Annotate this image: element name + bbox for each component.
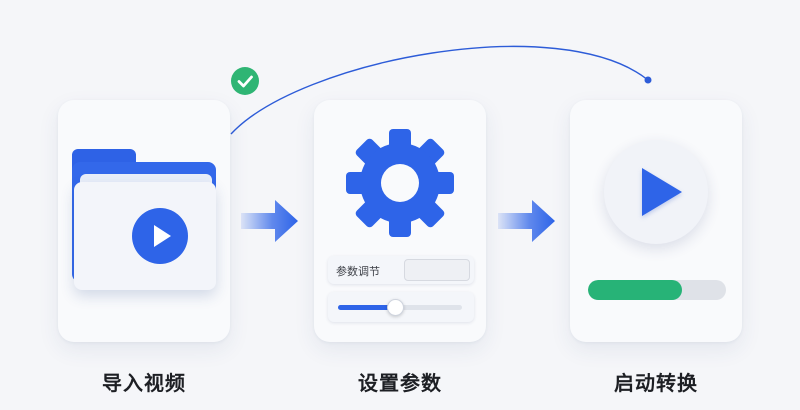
import-video-card[interactable]	[58, 100, 230, 342]
play-icon	[132, 208, 188, 264]
convert-card[interactable]	[570, 100, 742, 342]
folder-play-icon	[74, 182, 216, 290]
parameter-slider	[328, 292, 474, 322]
slider-fill	[338, 305, 396, 310]
slider-track[interactable]	[338, 299, 462, 316]
check-circle-icon	[231, 67, 259, 95]
settings-card[interactable]: 参数调节	[314, 100, 486, 342]
arrow-right-icon	[241, 200, 298, 242]
play-button[interactable]	[604, 140, 708, 244]
parameter-adjust-row: 参数调节	[328, 256, 474, 284]
parameter-input[interactable]	[404, 259, 470, 281]
step-label-import: 导入视频	[102, 371, 186, 395]
arrow-right-icon	[498, 200, 555, 242]
gear-icon	[346, 129, 454, 237]
parameter-adjust-label: 参数调节	[336, 265, 380, 278]
play-icon	[642, 168, 682, 216]
progress-fill	[588, 280, 682, 300]
conversion-progress-bar	[588, 280, 726, 300]
slider-thumb[interactable]	[387, 299, 405, 316]
step-label-settings: 设置参数	[358, 371, 442, 395]
step-label-convert: 启动转换	[614, 371, 698, 395]
